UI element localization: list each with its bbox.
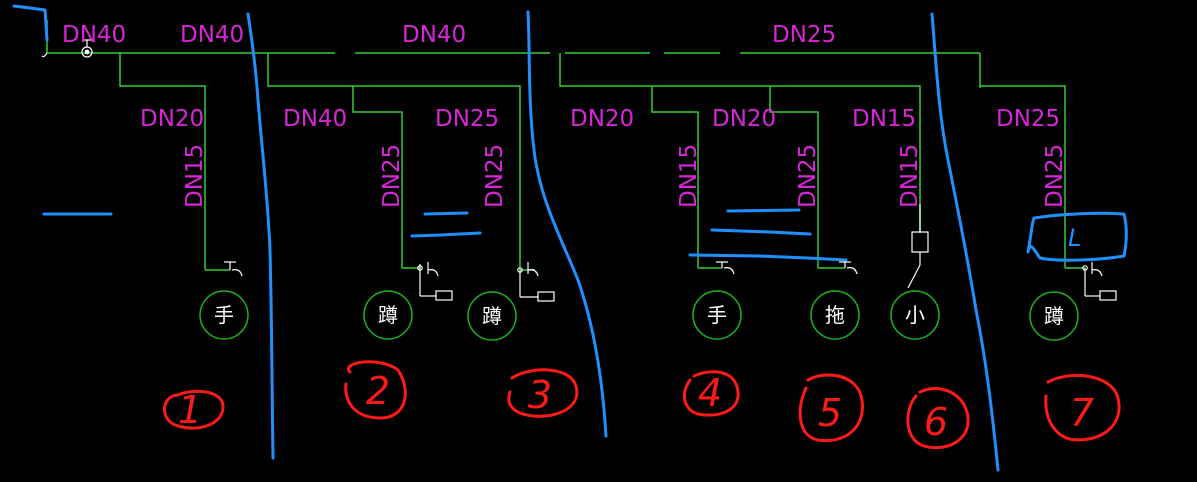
branch-pipe-label: DN20 (570, 106, 634, 132)
riser-pipe-label: DN25 (795, 144, 821, 208)
fixture-symbol: 拖 (810, 290, 860, 340)
branch-pipe-5 (769, 86, 819, 268)
zone-marker: 2 (344, 360, 407, 420)
fixture-label: 拖 (825, 303, 845, 327)
branch-pipe-7 (980, 85, 1066, 268)
fixture-label: 蹲 (482, 304, 502, 328)
faucet-icon (224, 261, 243, 277)
urinal-valve-icon (907, 204, 929, 289)
riser-pipe-labels: DN15 DN25 DN25 DN15 DN25 DN15 DN25 (182, 144, 1068, 208)
branch-pipe-2-3 (267, 53, 521, 270)
fixture-label: 手 (707, 303, 727, 327)
fixture-label: 蹲 (378, 303, 398, 327)
blue-dash (710, 228, 812, 236)
zone-marker: 3 (507, 368, 579, 418)
main-pipe-labels: DN40 DN40 DN40 DN25 (62, 22, 836, 48)
fixture-symbol: 蹲 (363, 290, 413, 340)
riser-pipe-label: DN25 (379, 144, 405, 208)
zone-markers: 1 2 3 4 5 6 7 (163, 360, 1121, 450)
blue-dash (410, 231, 482, 238)
fixture-symbol: 小 (890, 290, 940, 340)
branch-pipe-label: DN40 (283, 106, 347, 132)
fixture-symbol: 手 (692, 290, 742, 340)
zone-marker: 6 (906, 386, 970, 450)
blue-divider-line (930, 12, 1000, 472)
branch-pipe-labels: DN20 DN40 DN25 DN20 DN20 DN15 DN25 (140, 106, 1060, 132)
blue-dash (423, 211, 469, 216)
riser-pipe-label: DN15 (676, 144, 702, 208)
branch-pipe-label: DN25 (996, 106, 1060, 132)
zone-marker: 5 (798, 373, 864, 443)
flush-valve-icon (517, 262, 555, 302)
zone-number: 2 (366, 369, 390, 413)
fixture-label: 小 (905, 303, 925, 327)
faucet-icon (839, 261, 858, 275)
blue-dash (726, 208, 801, 213)
riser-pipe-label: DN25 (482, 144, 508, 208)
fixture-symbol: 蹲 (467, 291, 517, 341)
fixture-symbol: 手 (199, 290, 249, 340)
inlet-hook-icon (41, 52, 48, 58)
zone-number: 4 (698, 371, 722, 415)
branch-pipe-4 (651, 86, 699, 268)
branch-pipe-label: DN15 (852, 106, 916, 132)
blue-divider-line (526, 10, 608, 438)
gate-valve-icon (81, 39, 93, 58)
zone-marker: 4 (682, 370, 740, 417)
blue-markup (12, 4, 1128, 472)
zone-number: 7 (1070, 391, 1094, 435)
flush-valve-icon (417, 262, 453, 301)
zone-number: 1 (178, 388, 202, 432)
riser-pipe-label: DN25 (1042, 144, 1068, 208)
zone-number: 3 (528, 373, 552, 417)
fixture-symbol: 蹲 (1029, 291, 1079, 341)
blue-top-left-stroke (12, 4, 49, 42)
riser-pipe-label: DN15 (897, 144, 923, 208)
branch-pipe-1 (119, 53, 206, 270)
branch-pipe-label: DN20 (140, 106, 204, 132)
zone-marker: 1 (163, 388, 225, 432)
riser-pipe-label: DN15 (182, 144, 208, 208)
zone-marker: 7 (1044, 374, 1121, 442)
fixture-connections (205, 267, 1085, 271)
main-pipe-label: DN25 (772, 22, 836, 48)
blue-box (1026, 211, 1128, 262)
zone-number: 5 (818, 391, 842, 435)
faucet-icon (716, 261, 735, 275)
branch-pipe-2 (352, 86, 403, 268)
zone-number: 6 (924, 400, 948, 444)
main-pipe-label: DN40 (62, 22, 126, 48)
blue-divider-line (246, 12, 275, 460)
fixture-label: 手 (214, 303, 234, 327)
branch-pipe-label: DN25 (435, 106, 499, 132)
blue-dash (688, 253, 848, 262)
annotation-label: L (1068, 224, 1081, 252)
main-pipe-label: DN40 (402, 22, 466, 48)
branch-pipes (119, 53, 1066, 270)
branch-pipe-label: DN20 (712, 106, 776, 132)
fixture-label: 蹲 (1044, 304, 1064, 328)
main-pipe-label: DN40 (180, 22, 244, 48)
fixture-symbols: 手 蹲 蹲 手 拖 小 蹲 (199, 290, 1079, 341)
flush-valve-icon (1082, 262, 1117, 301)
branch-pipe-4-6 (559, 53, 921, 233)
